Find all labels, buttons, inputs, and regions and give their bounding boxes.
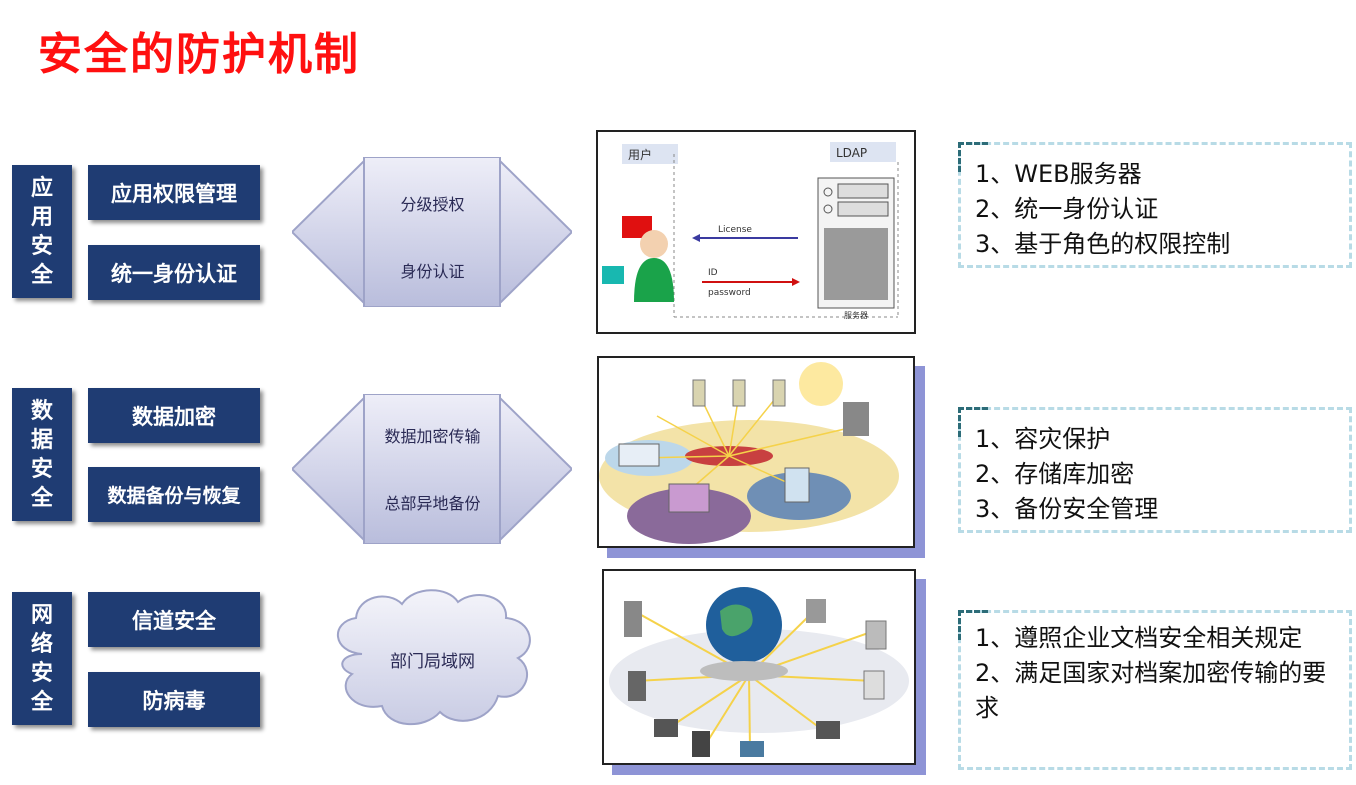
panel-id-label: ID — [708, 268, 718, 278]
panel-password-label: password — [708, 288, 751, 298]
note-line: 3、备份安全管理 — [975, 495, 1159, 523]
note-line: 2、存储库加密 — [975, 460, 1135, 488]
channel-security-box: 信道安全 — [88, 592, 260, 647]
notes-data-security: 1、容灾保护 2、存储库加密 3、备份安全管理 — [958, 407, 1352, 533]
double-arrow-data — [292, 394, 572, 544]
note-line: 2、统一身份认证 — [975, 195, 1159, 223]
lan-cloud-label: 部门局域网 — [390, 652, 475, 672]
panel-ldap-label: LDAP — [836, 146, 867, 160]
panel-server-label: 服务器 — [844, 310, 868, 320]
note-line: 1、容灾保护 — [975, 425, 1111, 453]
antivirus-box: 防病毒 — [88, 672, 260, 727]
page-title: 安全的防护机制 — [38, 29, 360, 80]
category-application-security: 应用安全 — [12, 165, 72, 298]
arrow-label-graded-auth: 分级授权 — [400, 195, 465, 214]
data-backup-panel — [597, 356, 915, 548]
category-data-security: 数据安全 — [12, 388, 72, 521]
note-line: 1、WEB服务器 — [975, 160, 1142, 188]
note-line: 1、遵照企业文档安全相关规定 — [975, 624, 1303, 652]
panel-user-label: 用户 — [628, 147, 652, 162]
lan-cloud-icon — [337, 589, 531, 725]
data-backup-recovery-box: 数据备份与恢复 — [88, 467, 260, 522]
panel-license-label: License — [718, 225, 752, 235]
arrow-label-identity-auth: 身份认证 — [400, 262, 465, 281]
unified-identity-auth-box: 统一身份认证 — [88, 245, 260, 300]
note-line: 3、基于角色的权限控制 — [975, 230, 1231, 258]
note-line: 2、满足国家对档案加密传输的要求 — [975, 659, 1327, 722]
data-encryption-box: 数据加密 — [88, 388, 260, 443]
arrow-label-offsite-backup: 总部异地备份 — [384, 494, 481, 513]
app-permission-management-box: 应用权限管理 — [88, 165, 260, 220]
network-panel — [602, 569, 916, 765]
double-arrow-app — [292, 157, 572, 307]
arrow-label-encrypted-transfer: 数据加密传输 — [384, 427, 481, 446]
category-network-security: 网络安全 — [12, 592, 72, 725]
ldap-auth-panel: 用户 LDAP License ID password 服务器 — [596, 130, 916, 334]
notes-app-security: 1、WEB服务器 2、统一身份认证 3、基于角色的权限控制 — [958, 142, 1352, 268]
notes-network-security: 1、遵照企业文档安全相关规定 2、满足国家对档案加密传输的要求 — [958, 610, 1352, 770]
